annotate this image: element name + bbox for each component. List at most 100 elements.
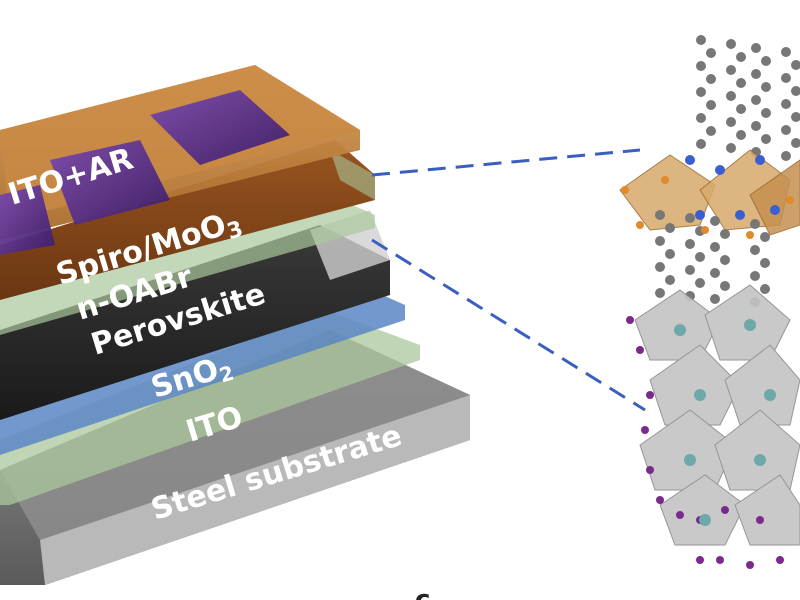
- atom: [636, 346, 644, 354]
- atom: [751, 95, 761, 105]
- atom: [710, 242, 720, 252]
- atom: [655, 236, 665, 246]
- atom: [674, 324, 686, 336]
- atom: [661, 176, 669, 184]
- atom: [781, 73, 791, 83]
- atom: [760, 258, 770, 268]
- atoms: [621, 155, 794, 569]
- atom: [750, 219, 760, 229]
- atom: [764, 389, 776, 401]
- atom: [695, 278, 705, 288]
- atom: [665, 249, 675, 259]
- atom: [695, 210, 705, 220]
- atom: [696, 35, 706, 45]
- atom: [706, 126, 716, 136]
- atom: [726, 117, 736, 127]
- atom: [781, 47, 791, 57]
- atom: [684, 454, 696, 466]
- organic-chains-middle: [655, 210, 770, 307]
- atom: [636, 221, 644, 229]
- atom: [696, 113, 706, 123]
- atom: [646, 466, 654, 474]
- atom: [791, 86, 800, 96]
- layer-spiro-moo3: [0, 140, 375, 300]
- atom: [706, 74, 716, 84]
- atom: [685, 239, 695, 249]
- octahedra-top: [619, 149, 800, 236]
- atom: [781, 151, 791, 161]
- ar-pad: [50, 140, 170, 225]
- panel-letter: c: [415, 585, 430, 600]
- atom: [791, 138, 800, 148]
- layer-sno2: [0, 285, 405, 455]
- atom: [750, 271, 760, 281]
- atom: [696, 556, 704, 564]
- atom: [735, 210, 745, 220]
- atom: [715, 165, 725, 175]
- atom: [696, 87, 706, 97]
- atom: [761, 82, 771, 92]
- atom: [750, 245, 760, 255]
- atom: [781, 125, 791, 135]
- atom: [655, 210, 665, 220]
- layer-ito: [0, 310, 420, 505]
- atom: [706, 48, 716, 58]
- atom: [656, 496, 664, 504]
- atom: [696, 61, 706, 71]
- atom: [755, 155, 765, 165]
- atom: [776, 556, 784, 564]
- atom: [761, 108, 771, 118]
- atom: [791, 112, 800, 122]
- atom: [655, 288, 665, 298]
- atom: [726, 143, 736, 153]
- ar-pad: [150, 90, 290, 165]
- atom: [699, 514, 711, 526]
- atom: [760, 284, 770, 294]
- atom: [646, 391, 654, 399]
- ar-pad: [0, 185, 55, 255]
- atom: [726, 39, 736, 49]
- atom: [694, 389, 706, 401]
- atom: [701, 226, 709, 234]
- atom: [736, 78, 746, 88]
- atom: [746, 231, 754, 239]
- atom: [721, 506, 729, 514]
- atom: [736, 130, 746, 140]
- atom: [751, 43, 761, 53]
- connector-top: [371, 148, 641, 177]
- atom: [754, 454, 766, 466]
- atom: [716, 556, 724, 564]
- atom: [710, 216, 720, 226]
- atom: [720, 255, 730, 265]
- zoom-connectors: [371, 148, 646, 412]
- connector-bottom: [371, 238, 646, 412]
- atom: [726, 91, 736, 101]
- layer-n-oabr: [0, 195, 375, 335]
- atom: [626, 316, 634, 324]
- atom: [720, 229, 730, 239]
- atom: [695, 252, 705, 262]
- atom: [751, 121, 761, 131]
- atom: [761, 134, 771, 144]
- atom: [786, 196, 794, 204]
- atom: [736, 104, 746, 114]
- atom: [706, 100, 716, 110]
- crystal-structure: [619, 35, 800, 569]
- atom: [641, 426, 649, 434]
- atom: [710, 268, 720, 278]
- atom: [685, 265, 695, 275]
- atom: [676, 511, 684, 519]
- atom: [751, 69, 761, 79]
- atom: [736, 52, 746, 62]
- atom: [791, 60, 800, 70]
- atom: [756, 516, 764, 524]
- organic-chains-top: [696, 35, 800, 161]
- atom: [720, 281, 730, 291]
- atom: [781, 99, 791, 109]
- ar-pads: [0, 90, 290, 255]
- atom: [761, 56, 771, 66]
- atom: [621, 186, 629, 194]
- atom: [685, 155, 695, 165]
- atom: [685, 213, 695, 223]
- octahedra-bottom: [634, 284, 800, 546]
